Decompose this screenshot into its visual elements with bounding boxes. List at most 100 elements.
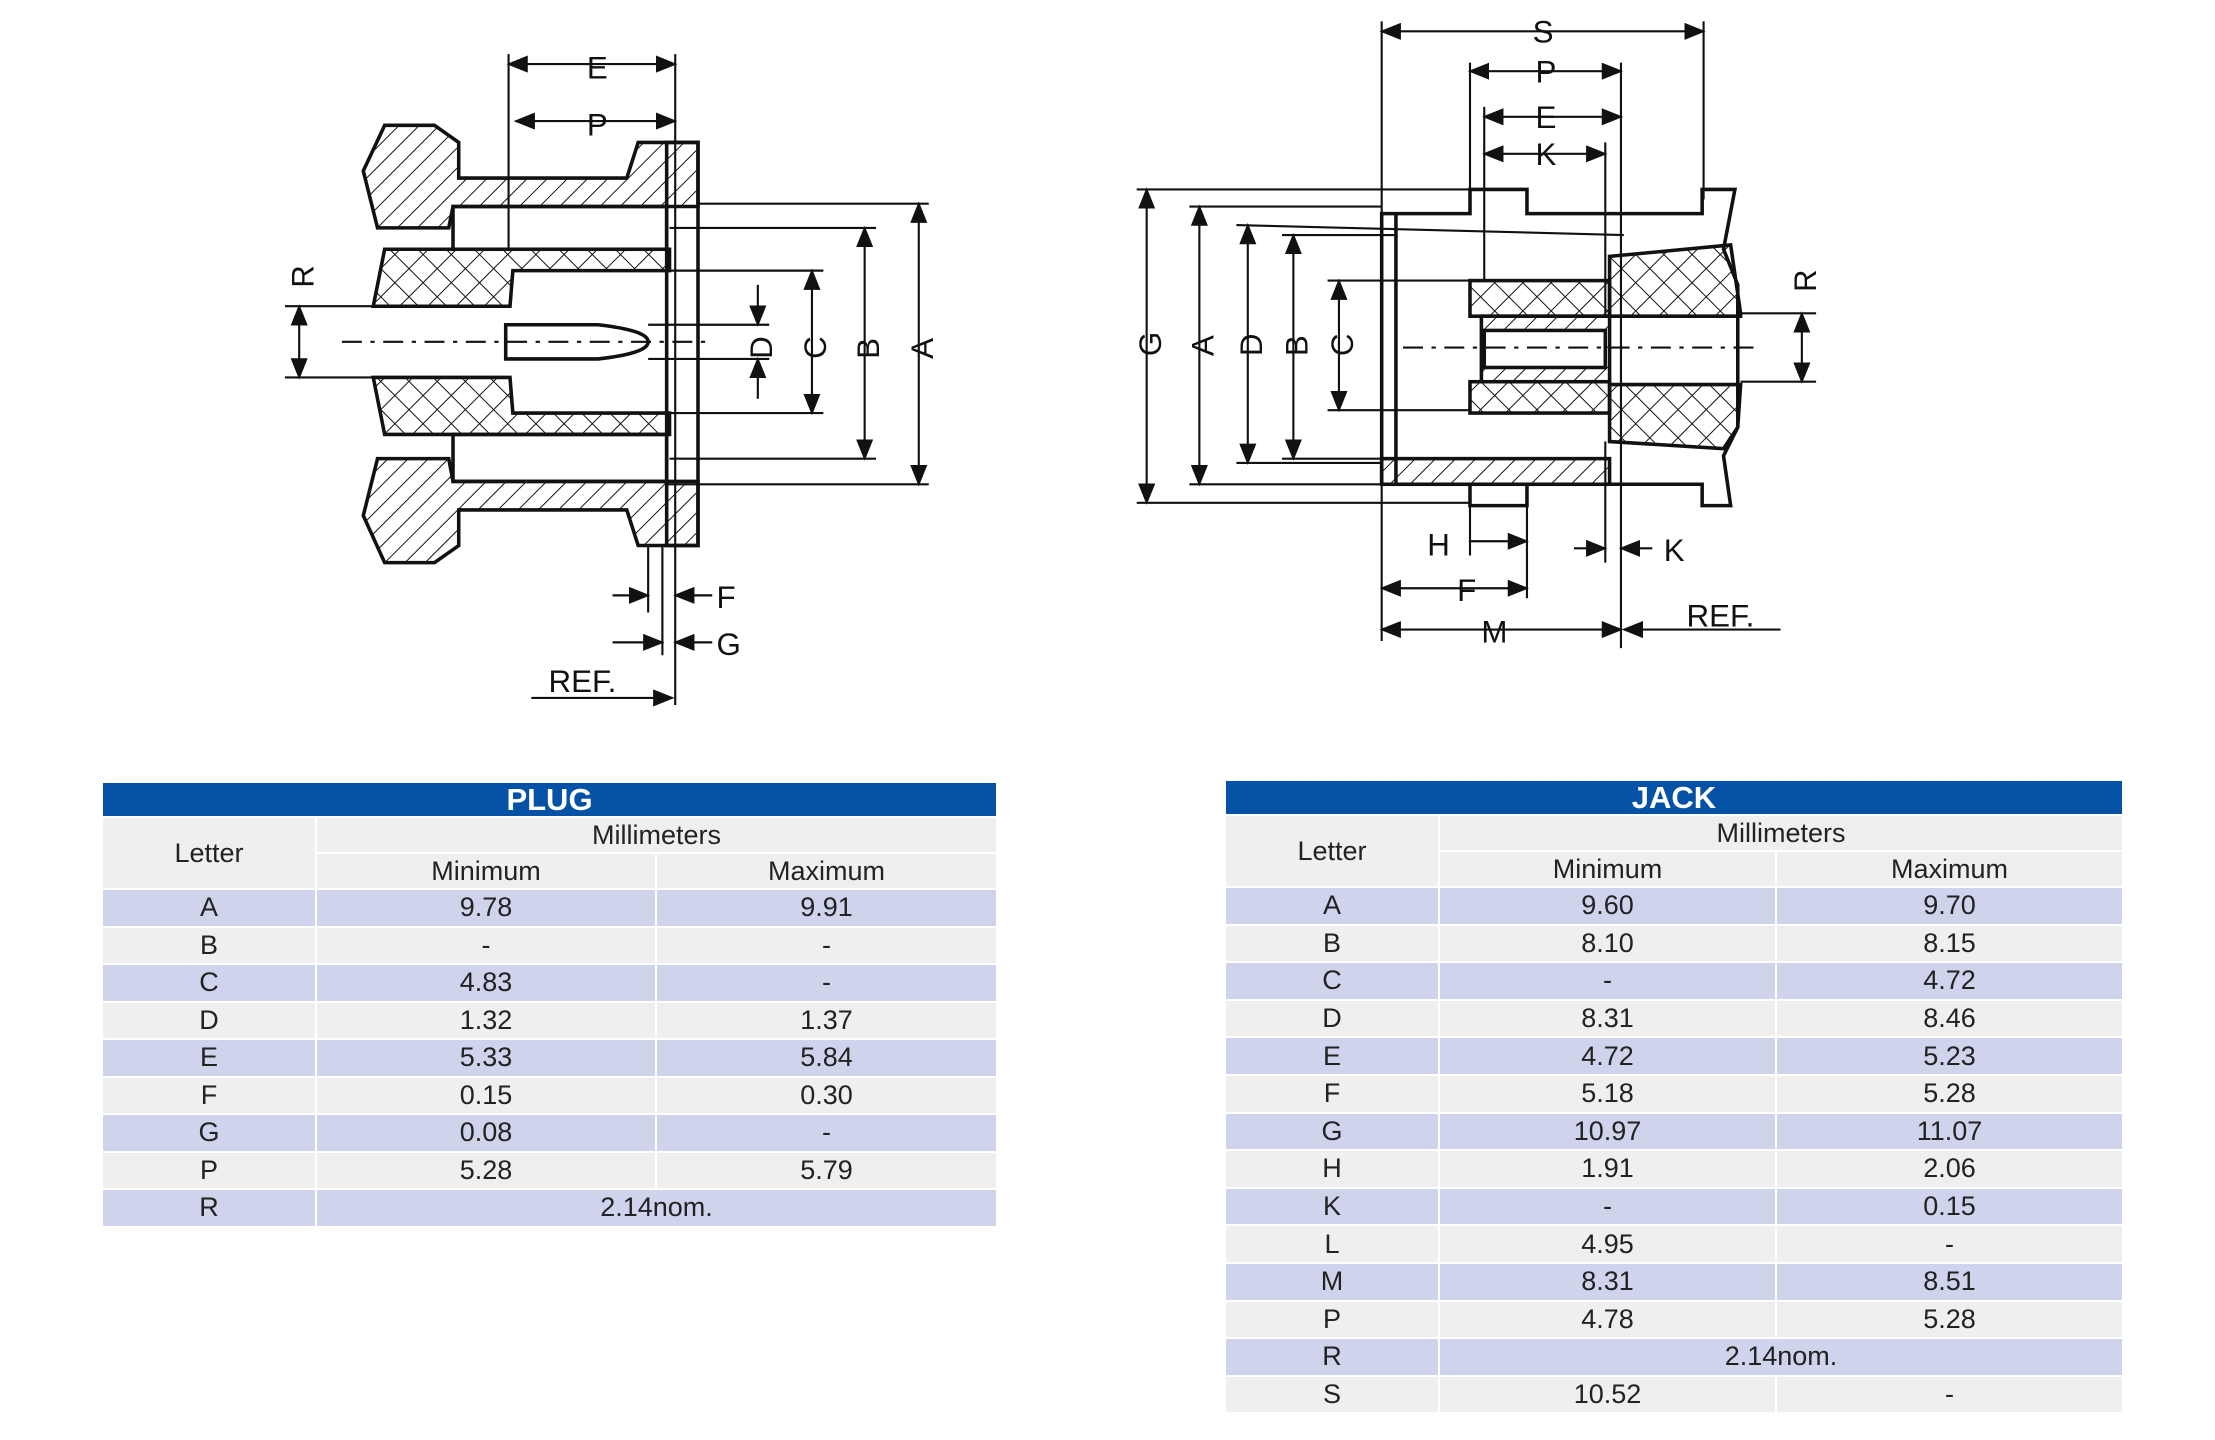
dim-label-P: P bbox=[1536, 55, 1557, 90]
dim-label-A: A bbox=[905, 338, 940, 359]
letter-header: Letter bbox=[103, 818, 315, 888]
dim-label-B: B bbox=[1280, 335, 1315, 356]
min-cell: 9.78 bbox=[317, 890, 655, 926]
max-cell: 9.91 bbox=[657, 890, 996, 926]
letter-cell: R bbox=[1226, 1339, 1438, 1375]
max-header: Maximum bbox=[657, 854, 996, 888]
nominal-cell: 2.14nom. bbox=[317, 1190, 996, 1226]
min-cell: 8.31 bbox=[1440, 1263, 1775, 1300]
dim-label-E: E bbox=[587, 50, 608, 85]
max-cell: 0.30 bbox=[657, 1077, 996, 1113]
jack-insulator-bottom bbox=[1468, 379, 1612, 415]
table-title: JACK bbox=[1226, 781, 2123, 814]
jack-insulator-top bbox=[1468, 278, 1612, 318]
table-row: B-- bbox=[103, 927, 996, 963]
min-cell: 4.78 bbox=[1440, 1301, 1775, 1338]
letter-cell: L bbox=[1226, 1226, 1438, 1262]
table-row: C-4.72 bbox=[1226, 963, 2123, 999]
unit-header: Millimeters bbox=[317, 818, 996, 852]
dim-label-D: D bbox=[1234, 333, 1269, 356]
min-header: Minimum bbox=[1440, 852, 1775, 886]
jack-dimension-table: JACK Letter Millimeters Minimum Maximum … bbox=[1224, 779, 2124, 1414]
dim-label-F: F bbox=[1457, 573, 1476, 608]
min-cell: 1.32 bbox=[317, 1002, 655, 1038]
dim-label-H: H bbox=[1427, 527, 1450, 562]
min-cell: 4.83 bbox=[317, 965, 655, 1001]
dim-label-E: E bbox=[1536, 100, 1557, 135]
ref-label: REF. bbox=[1686, 599, 1754, 634]
letter-header: Letter bbox=[1226, 816, 1438, 886]
letter-cell: B bbox=[1226, 925, 1438, 962]
dim-label-R: R bbox=[285, 265, 320, 288]
max-cell: 0.15 bbox=[1777, 1188, 2123, 1225]
min-cell: 8.10 bbox=[1440, 925, 1775, 962]
min-cell: 1.91 bbox=[1440, 1151, 1775, 1187]
jack-dimension-labels: S P E K G A D B C R H K F M REF. bbox=[1133, 15, 1823, 650]
max-header: Maximum bbox=[1777, 852, 2123, 886]
letter-cell: E bbox=[1226, 1038, 1438, 1074]
dim-label-P: P bbox=[587, 107, 608, 142]
letter-cell: P bbox=[103, 1152, 315, 1188]
min-cell: 0.08 bbox=[317, 1115, 655, 1151]
dim-label-B: B bbox=[851, 338, 886, 359]
jack-body-bottom bbox=[1607, 382, 1743, 451]
dim-label-D: D bbox=[744, 336, 779, 359]
dim-label-G: G bbox=[1133, 332, 1168, 356]
max-cell: 2.06 bbox=[1777, 1151, 2123, 1187]
max-cell: 4.72 bbox=[1777, 963, 2123, 999]
max-cell: 8.15 bbox=[1777, 925, 2123, 962]
max-cell: 5.28 bbox=[1777, 1301, 2123, 1338]
max-cell: 9.70 bbox=[1777, 888, 2123, 924]
dim-label-S: S bbox=[1533, 15, 1554, 50]
unit-header: Millimeters bbox=[1440, 816, 2123, 850]
min-cell: 4.95 bbox=[1440, 1226, 1775, 1262]
max-cell: - bbox=[1777, 1226, 2123, 1262]
table-row: K-0.15 bbox=[1226, 1188, 2123, 1225]
letter-cell: K bbox=[1226, 1188, 1438, 1225]
min-cell: - bbox=[1440, 1188, 1775, 1225]
min-header: Minimum bbox=[317, 854, 655, 888]
min-cell: 10.97 bbox=[1440, 1113, 1775, 1150]
max-cell: - bbox=[1777, 1376, 2123, 1413]
letter-cell: C bbox=[103, 965, 315, 1001]
max-cell: 11.07 bbox=[1777, 1113, 2123, 1150]
max-cell: 5.23 bbox=[1777, 1038, 2123, 1074]
letter-cell: A bbox=[1226, 888, 1438, 924]
dim-label-G: G bbox=[717, 627, 741, 662]
min-cell: 8.31 bbox=[1440, 1000, 1775, 1037]
letter-cell: D bbox=[1226, 1000, 1438, 1037]
ref-label: REF. bbox=[548, 664, 616, 699]
letter-cell: E bbox=[103, 1040, 315, 1076]
dim-label-C: C bbox=[798, 336, 833, 359]
letter-cell: B bbox=[103, 927, 315, 963]
min-cell: 0.15 bbox=[317, 1077, 655, 1113]
max-cell: 5.79 bbox=[657, 1152, 996, 1188]
plug-insulator-bottom bbox=[371, 375, 672, 437]
dim-label-A: A bbox=[1186, 335, 1221, 356]
max-cell: - bbox=[657, 927, 996, 963]
plug-dimension-table: PLUG Letter Millimeters Minimum Maximum … bbox=[101, 781, 998, 1228]
plug-drawing bbox=[284, 54, 929, 707]
letter-cell: R bbox=[103, 1190, 315, 1226]
max-cell: 5.84 bbox=[657, 1040, 996, 1076]
letter-cell: G bbox=[1226, 1113, 1438, 1150]
max-cell: - bbox=[657, 1115, 996, 1151]
table-title: PLUG bbox=[103, 783, 996, 816]
dim-label-C: C bbox=[1325, 333, 1360, 356]
letter-cell: F bbox=[1226, 1075, 1438, 1112]
letter-cell: P bbox=[1226, 1301, 1438, 1338]
max-cell: 5.28 bbox=[1777, 1075, 2123, 1112]
